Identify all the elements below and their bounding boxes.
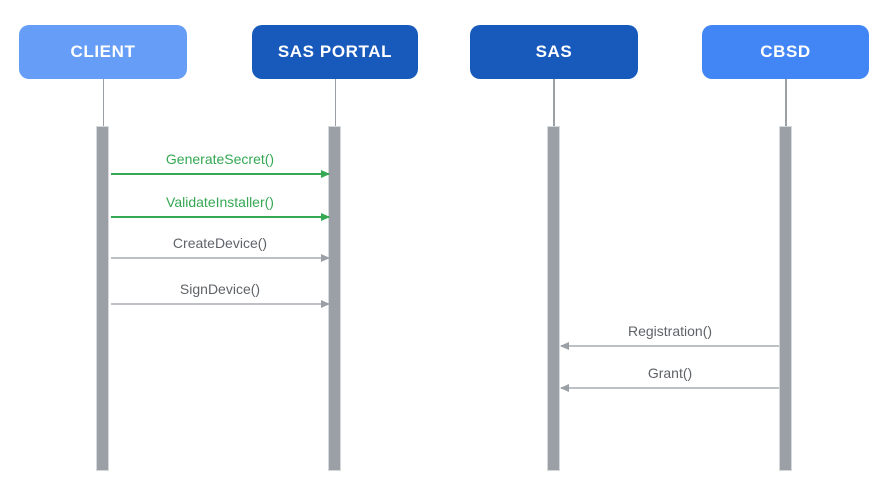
lifeline-sas-portal [334,79,336,126]
actor-label-client: CLIENT [70,42,136,61]
message-registration: Registration() [560,323,779,350]
lifeline-client [102,79,104,126]
actor-label-sas: SAS [535,42,573,61]
message-sign-device-line [111,300,330,308]
actor-box-sas-portal: SAS PORTAL [252,25,418,79]
arrow-left-icon [560,384,569,392]
message-generate-secret-line [111,170,330,178]
message-create-device: CreateDevice() [111,235,330,262]
message-grant: Grant() [560,365,779,392]
arrow-right-icon [321,170,330,178]
arrow-right-icon [321,213,330,221]
activation-bar-client [96,126,109,471]
actor-box-client: CLIENT [19,25,187,79]
actor-label-sas-portal: SAS PORTAL [277,42,393,61]
message-sign-device-label: SignDevice() [179,281,261,297]
message-sign-device: SignDevice() [111,281,330,308]
actor-box-sas: SAS [470,25,638,79]
actor-label-cbsd: CBSD [760,42,811,61]
lifeline-sas [553,79,555,126]
message-generate-secret-label: GenerateSecret() [165,151,275,167]
message-registration-line [560,342,779,350]
activation-bar-cbsd [779,126,792,471]
message-validate-installer: ValidateInstaller() [111,194,330,221]
message-registration-label: Registration() [627,323,713,339]
message-grant-label: Grant() [647,365,693,381]
actor-box-cbsd: CBSD [702,25,869,79]
arrow-right-icon [321,300,330,308]
arrow-right-icon [321,254,330,262]
activation-bar-sas-portal [328,126,341,471]
message-create-device-line [111,254,330,262]
lifeline-cbsd [785,79,787,126]
message-grant-line [560,384,779,392]
activation-bar-sas [547,126,560,471]
arrow-left-icon [560,342,569,350]
message-validate-installer-line [111,213,330,221]
message-validate-installer-label: ValidateInstaller() [166,194,274,210]
message-create-device-label: CreateDevice() [172,235,268,251]
message-generate-secret: GenerateSecret() [111,151,330,178]
